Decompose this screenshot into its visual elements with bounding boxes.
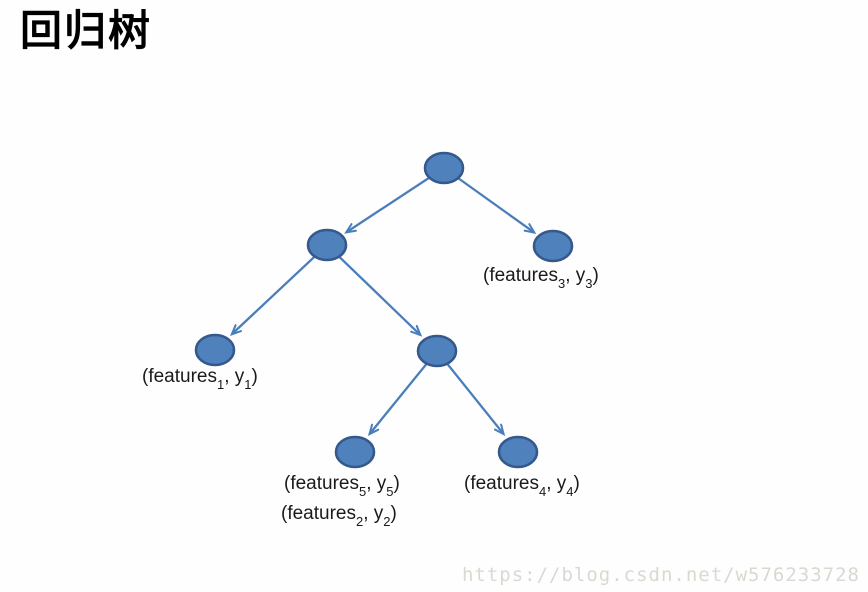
label-part: , y — [565, 265, 586, 286]
label-part: (features — [483, 265, 558, 286]
label-part: (features — [142, 366, 217, 387]
label-subscript: 4 — [538, 483, 547, 499]
tree-edge-l3-mid-to-l4-right — [436, 350, 506, 436]
tree-edge-root-to-l2-left — [344, 167, 445, 234]
leaf-label-features2: (features2, y2) — [281, 503, 397, 529]
tree-node-l3-mid — [416, 334, 458, 368]
label-subscript: 3 — [557, 275, 566, 291]
label-subscript: 5 — [358, 483, 367, 499]
tree-node-l4-right — [497, 435, 539, 469]
leaf-label-features5: (features5, y5) — [284, 473, 400, 499]
label-subscript: 1 — [216, 376, 225, 392]
label-part: , y — [224, 366, 245, 387]
tree-node-root — [423, 151, 465, 185]
label-subscript: 4 — [566, 483, 574, 499]
label-part: ) — [251, 366, 258, 387]
page-title: 回归树 — [20, 6, 153, 55]
label-part: (features — [281, 503, 356, 524]
leaf-label-features4: (features4, y4) — [464, 473, 580, 499]
label-subscript: 3 — [585, 275, 593, 291]
leaf-label-features3: (features3, y3) — [483, 265, 599, 291]
label-part: , y — [366, 473, 387, 494]
label-part: ) — [592, 265, 599, 286]
label-subscript: 5 — [386, 483, 394, 499]
tree-node-l2-left — [306, 228, 348, 262]
leaf-label-features1: (features1, y1) — [142, 366, 258, 392]
label-subscript: 2 — [383, 513, 391, 529]
label-part: ) — [573, 473, 580, 494]
label-part: ) — [393, 473, 400, 494]
label-part: (features — [284, 473, 359, 494]
tree-edge-l3-mid-to-l4-left — [367, 350, 438, 437]
label-part: ) — [390, 503, 397, 524]
label-part: (features — [464, 473, 539, 494]
label-subscript: 1 — [244, 376, 252, 392]
label-part: , y — [546, 473, 567, 494]
tree-edge-l2-left-to-l3-left — [229, 244, 328, 336]
label-subscript: 2 — [355, 513, 364, 529]
watermark: https://blog.csdn.net/w576233728 — [461, 564, 860, 586]
tree-node-l4-left — [334, 435, 376, 469]
tree-edge-l2-left-to-l3-mid — [326, 244, 423, 337]
tree-node-l3-left — [194, 333, 236, 367]
label-part: , y — [363, 503, 384, 524]
tree-node-l2-right — [532, 229, 574, 263]
